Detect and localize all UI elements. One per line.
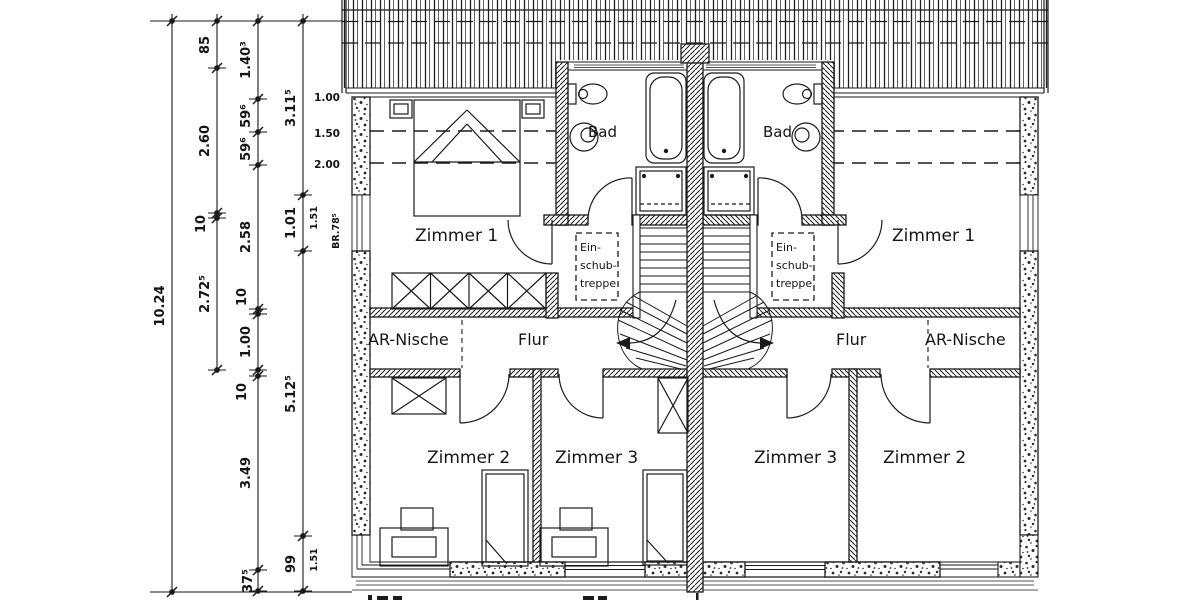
right-unit-shell bbox=[702, 61, 1045, 591]
einschubtreppe-label-right: Ein- schub- treppe bbox=[776, 241, 813, 290]
dim-375: 37⁵ bbox=[241, 569, 256, 593]
room-label-flur-right: Flur bbox=[836, 330, 867, 349]
dim-596a: 59⁶ bbox=[239, 104, 254, 128]
room-label-zimmer1-left: Zimmer 1 bbox=[415, 226, 498, 246]
dim-10b: 10 bbox=[235, 288, 250, 306]
single-bed bbox=[642, 469, 688, 566]
wardrobe bbox=[391, 377, 447, 415]
party-wall bbox=[686, 61, 704, 593]
dim-100: 1.00 bbox=[239, 326, 254, 358]
nightstand bbox=[389, 99, 413, 119]
chimney bbox=[680, 43, 710, 64]
einschub-line2-left: schub- bbox=[580, 259, 617, 272]
dim-2725: 2.72⁵ bbox=[198, 275, 213, 313]
wardrobe bbox=[657, 377, 689, 434]
double-bed bbox=[413, 99, 521, 217]
right-corner-pier bbox=[997, 561, 1021, 578]
einschub-line1-left: Ein- bbox=[580, 241, 601, 254]
dim-overall: 10.24 bbox=[153, 285, 168, 326]
height-line-100: 1.00 bbox=[314, 92, 340, 104]
dim-99: 99 bbox=[284, 555, 299, 573]
nightstand bbox=[521, 99, 545, 119]
room-label-bad-left: Bad bbox=[588, 123, 617, 141]
dim-window-width-lower: 1.51 bbox=[309, 548, 320, 571]
height-line-150: 1.50 bbox=[314, 128, 340, 140]
dim-3115: 3.11⁵ bbox=[284, 89, 299, 127]
desk-and-chair bbox=[379, 507, 449, 567]
dimension-texts: 10.24 85 2.60 10 2.72⁵ 1.40³ 59⁶ 59⁶ 2.5… bbox=[153, 36, 342, 593]
dim-596b: 59⁶ bbox=[239, 137, 254, 161]
einschub-line3-right: treppe bbox=[776, 277, 812, 290]
einschub-line1-right: Ein- bbox=[776, 241, 797, 254]
dim-349: 3.49 bbox=[239, 457, 254, 489]
dim-260: 2.60 bbox=[198, 125, 213, 157]
einschubtreppe-label-left: Ein- schub- treppe bbox=[580, 241, 617, 290]
room-label-bad-right: Bad bbox=[763, 123, 792, 141]
room-label-ar-nische-right: AR-Nische bbox=[925, 330, 1006, 349]
dim-1403: 1.40³ bbox=[239, 41, 254, 79]
furniture-left-unit bbox=[379, 99, 689, 567]
einschub-line3-left: treppe bbox=[580, 277, 616, 290]
dim-10c: 10 bbox=[235, 383, 250, 401]
room-label-zimmer1-right: Zimmer 1 bbox=[892, 226, 975, 246]
room-label-zimmer3-right: Zimmer 3 bbox=[754, 448, 837, 468]
dim-10a: 10 bbox=[194, 215, 209, 233]
dim-101: 1.01 bbox=[284, 207, 299, 239]
dim-parapet-height: BR.78⁵ bbox=[331, 213, 342, 249]
room-label-zimmer2-left: Zimmer 2 bbox=[427, 448, 510, 468]
closet-row bbox=[391, 272, 547, 310]
left-unit-shell bbox=[345, 61, 688, 591]
right-wall-lower-pier bbox=[1019, 534, 1039, 578]
room-label-ar-nische-left: AR-Nische bbox=[368, 330, 449, 349]
desk-and-chair bbox=[539, 507, 609, 567]
room-label-flur-left: Flur bbox=[518, 330, 549, 349]
dim-window-width-upper: 1.51 bbox=[309, 206, 320, 229]
dim-5125: 5.12⁵ bbox=[284, 375, 299, 413]
room-label-zimmer3-left: Zimmer 3 bbox=[555, 448, 638, 468]
einschub-line2-right: schub- bbox=[776, 259, 813, 272]
scan-artifacts bbox=[368, 593, 699, 600]
height-line-200: 2.00 bbox=[314, 159, 340, 171]
room-label-zimmer2-right: Zimmer 2 bbox=[883, 448, 966, 468]
dim-85: 85 bbox=[198, 36, 213, 54]
dim-258: 2.58 bbox=[239, 221, 254, 253]
dimension-chains bbox=[150, 14, 352, 598]
single-bed bbox=[481, 469, 529, 567]
room-labels: Zimmer 1 Zimmer 1 Zimmer 2 Zimmer 3 Zimm… bbox=[368, 123, 1006, 468]
